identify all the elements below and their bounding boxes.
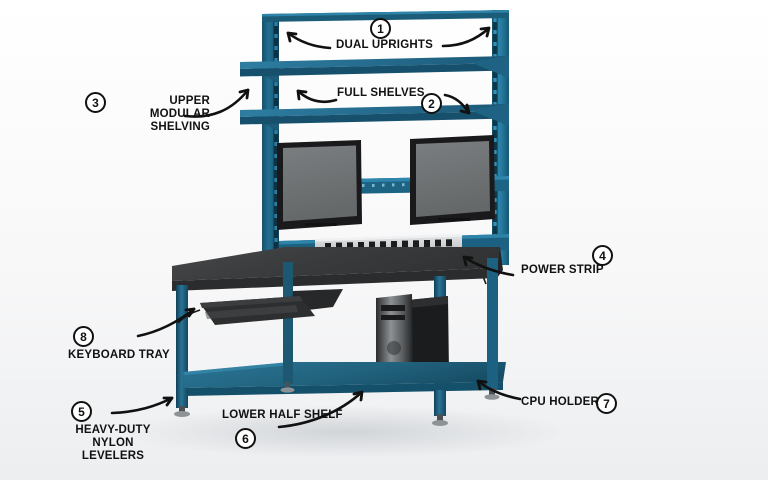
callout-label-upper-modular-shelving: UPPER MODULAR SHELVING [149,95,210,133]
nylon-levelers [174,382,500,426]
callout-label-heavy-duty-nylon-levelers: HEAVY-DUTY NYLON LEVELERS [75,424,151,462]
callout-number-5[interactable]: 5 [71,401,92,422]
callout-label-dual-uprights: DUAL UPRIGHTS [336,39,433,51]
table-legs-lower [176,362,498,416]
keyboard-tray [177,289,343,325]
callout-number-8[interactable]: 8 [73,326,94,347]
callout-number-7[interactable]: 7 [596,393,617,414]
callout-number-6[interactable]: 6 [235,428,256,449]
upright-left [262,14,279,259]
monitor-right [410,135,495,225]
callout-label-keyboard-tray: KEYBOARD TRAY [68,349,170,361]
upright-right [492,10,509,265]
full-shelf-lower [240,104,509,132]
worktop [172,247,503,291]
lower-half-shelf [183,362,506,396]
cpu-holder [376,294,495,391]
callout-label-lower-half-shelf: LOWER HALF SHELF [222,409,343,421]
callout-label-power-strip: POWER STRIP [521,264,604,276]
leveler-back-right [484,388,500,400]
full-shelf-upper [240,56,509,84]
callout-number-3[interactable]: 3 [85,92,106,113]
monitor-left [277,140,362,230]
callout-arrows [110,26,522,429]
leveler-front-right [432,414,448,426]
leveler-back-left [280,382,295,393]
callout-label-cpu-holder: CPU HOLDER [521,396,600,408]
callout-number-1[interactable]: 1 [370,18,391,39]
callout-number-2[interactable]: 2 [421,93,442,114]
callout-label-full-shelves: FULL SHELVES [337,87,425,99]
callout-number-4[interactable]: 4 [592,245,613,266]
leveler-front-left [174,406,190,417]
top-crossbar [262,10,509,22]
